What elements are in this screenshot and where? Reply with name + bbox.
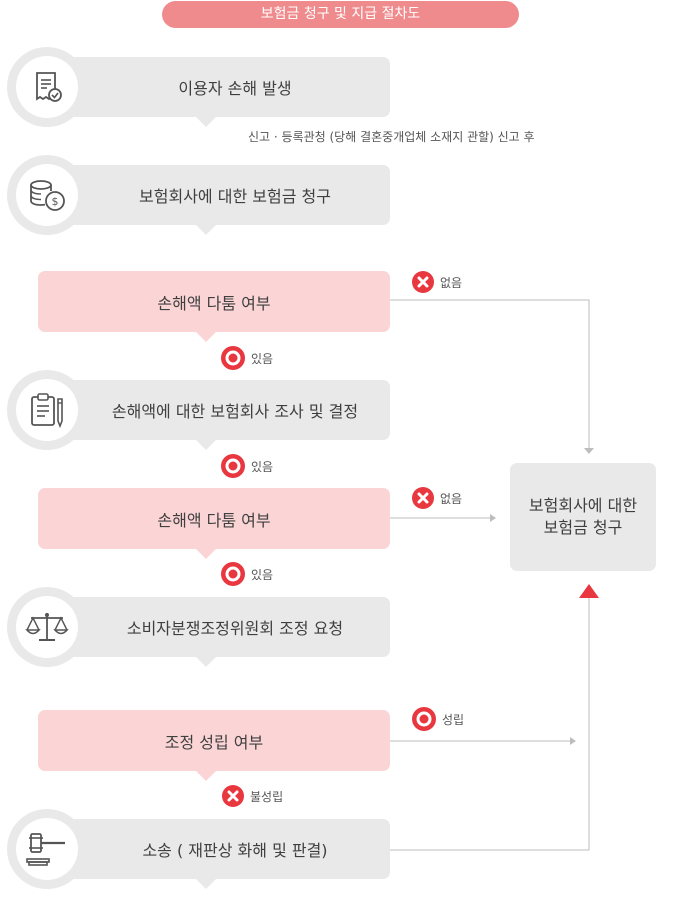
connector-none-1	[389, 299, 590, 450]
receipt-check-icon	[36, 72, 62, 102]
step-lawsuit: 소송 ( 재판상 화해 및 판결)	[40, 819, 390, 879]
target-mark-icon	[221, 454, 245, 478]
gavel-icon	[26, 833, 65, 866]
step-pointer	[196, 879, 216, 889]
label-none-2-text: 없음	[440, 491, 463, 506]
result-line-2: 보험금 청구	[543, 518, 623, 537]
step-mediation-label: 소비자분쟁조정위원회 조정 요청	[126, 619, 344, 638]
diagram-title: 보험금 청구 및 지급 절차도	[162, 1, 519, 28]
step-pointer	[196, 440, 216, 450]
result-line-1: 보험회사에 대한	[528, 496, 638, 515]
step-mediation-request: 소비자분쟁조정위원회 조정 요청	[40, 597, 390, 657]
step-pointer	[196, 117, 216, 127]
label-yes-3: 있음	[221, 562, 273, 586]
step-pointer	[196, 771, 216, 781]
step-investigation-label: 손해액에 대한 보험회사 조사 및 결정	[111, 402, 359, 421]
step-loss-occurs-label: 이용자 손해 발생	[178, 79, 292, 98]
label-yes-3-text: 있음	[251, 567, 274, 582]
decision-dispute-2-label: 손해액 다툼 여부	[157, 510, 271, 530]
x-mark-icon	[412, 487, 434, 509]
scales-icon	[25, 613, 69, 641]
label-none-1-text: 없음	[440, 275, 463, 290]
result-claim-box: 보험회사에 대한 보험금 청구	[510, 463, 656, 571]
red-up-arrow	[579, 584, 599, 598]
icon-circle	[7, 809, 87, 889]
connector-none-2-arrowhead	[490, 514, 496, 522]
step-pointer	[196, 225, 216, 235]
decision-dispute-2: 손해액 다툼 여부	[38, 488, 390, 549]
icon-circle	[7, 370, 87, 450]
step-insurer-investigation: 손해액에 대한 보험회사 조사 및 결정	[40, 380, 390, 440]
x-mark-icon	[412, 271, 434, 293]
label-none-1: 없음	[412, 271, 462, 293]
decision-mediation-result-label: 조정 성립 여부	[164, 732, 264, 752]
step-pointer	[196, 549, 216, 559]
step-loss-occurs: 이용자 손해 발생	[40, 57, 390, 117]
clipboard-pen-icon	[31, 393, 63, 429]
label-not-established-text: 불성립	[250, 789, 284, 804]
icon-circle	[7, 587, 87, 667]
svg-text:$: $	[52, 195, 59, 208]
decision-dispute-1: 손해액 다툼 여부	[38, 271, 390, 332]
step-lawsuit-label: 소송 ( 재판상 화해 및 판결)	[142, 841, 328, 860]
step-claim-to-insurer: 보험회사에 대한 보험금 청구	[40, 165, 390, 225]
icon-circle	[7, 47, 87, 127]
label-yes-2-text: 있음	[251, 459, 274, 474]
step-pointer	[196, 657, 216, 667]
label-yes-1: 있음	[221, 346, 273, 370]
step-claim-label: 보험회사에 대한 보험금 청구	[139, 187, 331, 206]
connector-lawsuit	[389, 598, 590, 851]
label-none-2: 없음	[412, 487, 462, 509]
icon-circle: $	[7, 155, 87, 235]
label-yes-2: 있음	[221, 454, 273, 478]
step-pointer	[196, 332, 216, 342]
target-mark-icon	[412, 707, 436, 731]
decision-mediation-result: 조정 성립 여부	[38, 710, 390, 771]
x-mark-icon	[222, 785, 244, 807]
connector-none-1-arrowhead	[584, 448, 594, 454]
target-mark-icon	[221, 346, 245, 370]
label-not-established: 불성립	[222, 785, 283, 807]
connector-established-arrowhead	[570, 737, 576, 745]
coins-icon: $	[30, 180, 65, 211]
label-established: 성립	[412, 707, 464, 731]
label-yes-1-text: 있음	[251, 351, 274, 366]
decision-dispute-1-label: 손해액 다툼 여부	[157, 293, 271, 313]
report-note: 신고 · 등록관청 (당해 결혼중개업체 소재지 관할) 신고 후	[248, 130, 535, 144]
target-mark-icon	[221, 562, 245, 586]
label-established-text: 성립	[442, 712, 465, 727]
